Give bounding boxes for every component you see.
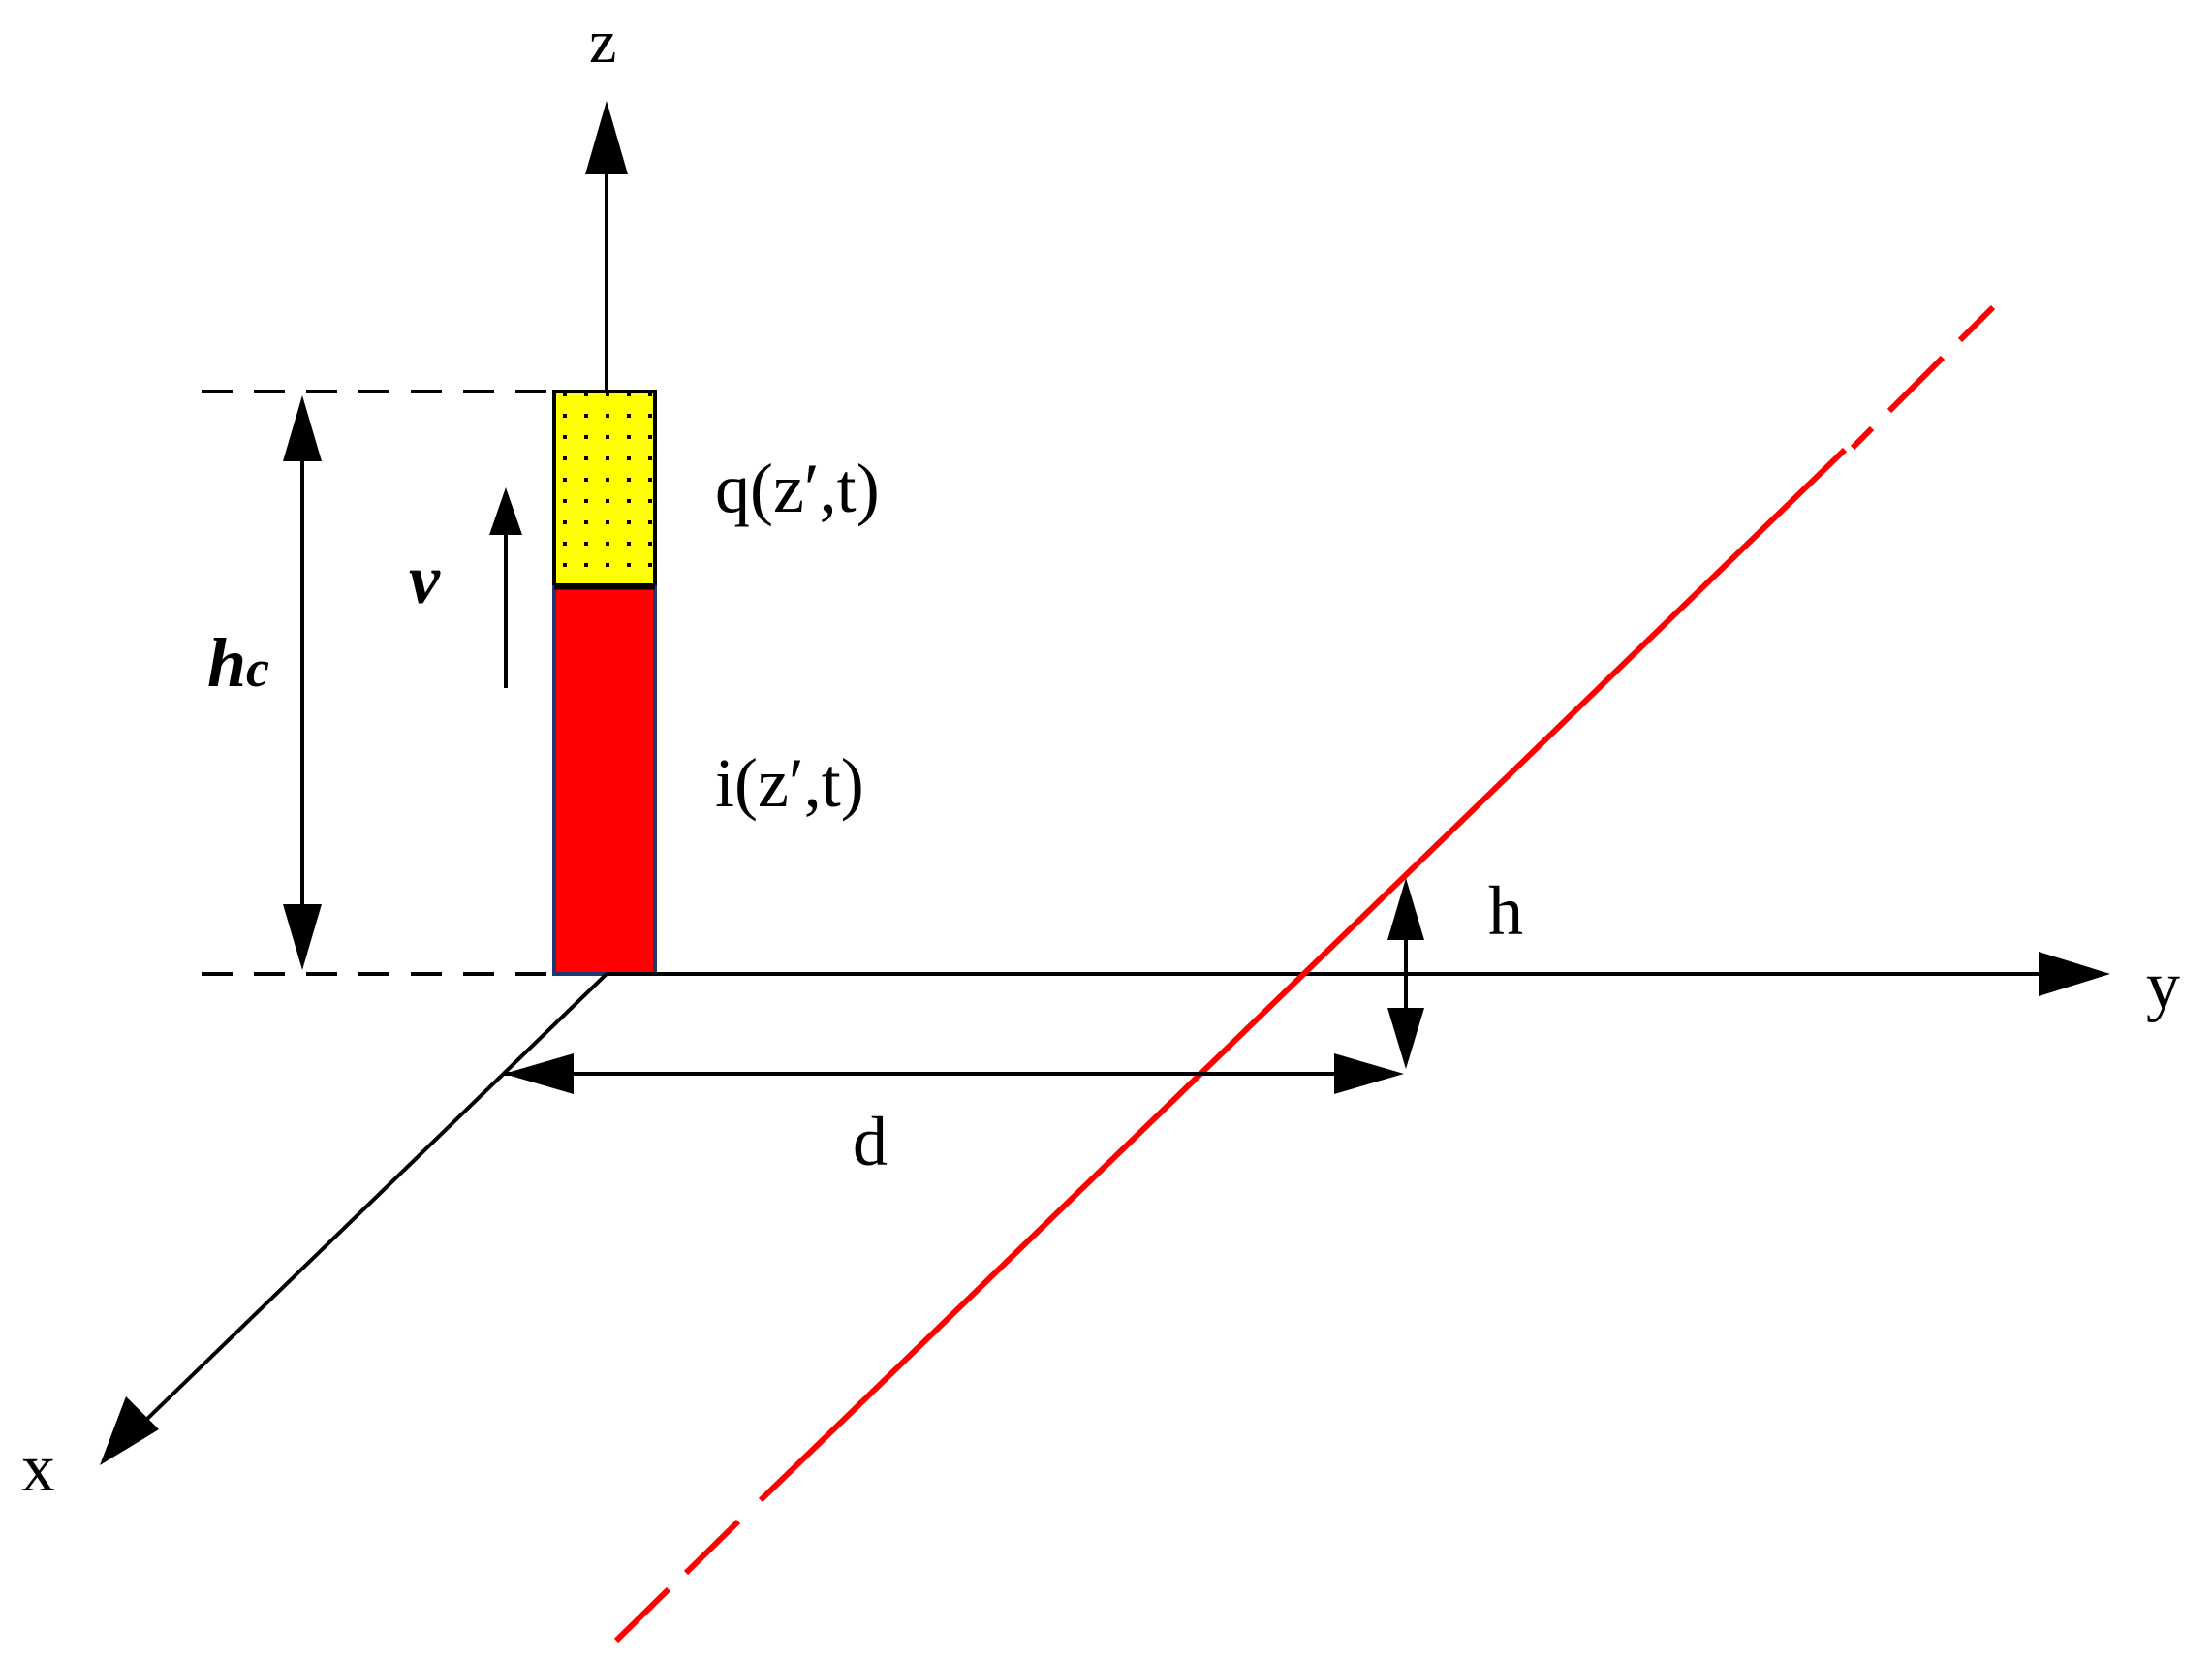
velocity-arrow (489, 487, 522, 688)
charge-label: q(z′,t) (715, 450, 880, 527)
distance-label: d (853, 1103, 888, 1180)
distance-dimension (504, 1053, 1404, 1094)
x-axis (100, 972, 608, 1465)
line-height-label: h (1488, 872, 1523, 950)
z-axis-label: z (589, 7, 616, 76)
y-axis-label: y (2146, 949, 2180, 1023)
channel-height-dimension (283, 395, 322, 970)
velocity-label: v (409, 541, 441, 618)
current-label: i(z′,t) (715, 744, 864, 822)
x-axis-label: x (21, 1431, 55, 1506)
current-section (552, 585, 657, 976)
charge-section (552, 390, 657, 587)
line-height-dimension (1387, 878, 1424, 1069)
overhead-line (613, 304, 1996, 1644)
channel-height-label: hc (207, 624, 269, 702)
z-axis (585, 101, 628, 392)
y-axis (607, 952, 2110, 996)
